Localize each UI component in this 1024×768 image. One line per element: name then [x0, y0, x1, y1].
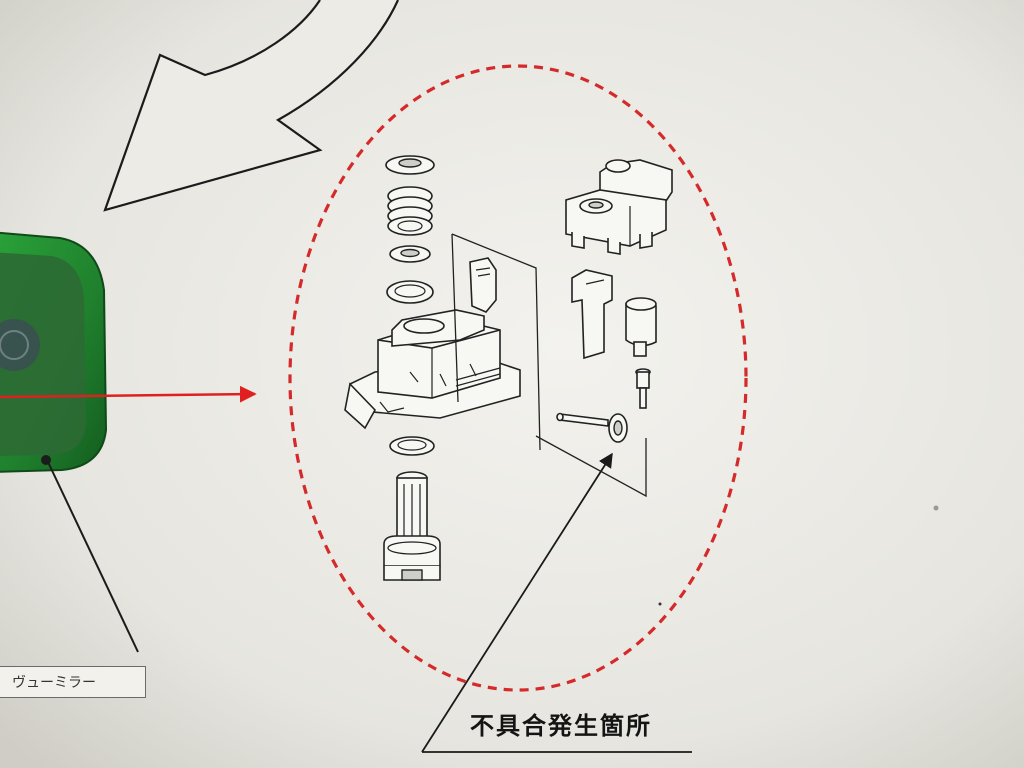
small-bracket	[469, 257, 497, 313]
top-washer	[385, 155, 435, 175]
upper-cover	[565, 159, 673, 255]
o-ring-lower	[389, 436, 435, 456]
reference-plane-right	[535, 435, 647, 498]
right-part-stack	[535, 159, 673, 498]
mirror-label-box: ヴューミラー	[0, 666, 146, 698]
main-housing	[344, 309, 521, 430]
metal-plate	[571, 269, 613, 360]
defect-location-caption: 不具合発生箇所	[470, 711, 652, 740]
mirror-leader-line	[47, 461, 139, 653]
red-pointer-arrow	[0, 385, 257, 403]
small-screw	[635, 368, 651, 409]
highlight-ellipse	[288, 64, 748, 692]
pin-and-gear	[556, 412, 628, 443]
coil-spring	[387, 186, 433, 236]
small-washer	[389, 245, 431, 263]
curved-flow-arrow	[103, 0, 400, 212]
left-part-stack	[344, 155, 541, 581]
defect-leader-arrow	[421, 452, 613, 753]
reference-plane-left	[451, 233, 541, 451]
mirror-label-text: ヴューミラー	[12, 675, 96, 691]
o-ring-upper	[386, 280, 434, 304]
mirror-housing	[0, 231, 108, 473]
shaft-base	[383, 471, 441, 581]
motor	[625, 297, 657, 357]
